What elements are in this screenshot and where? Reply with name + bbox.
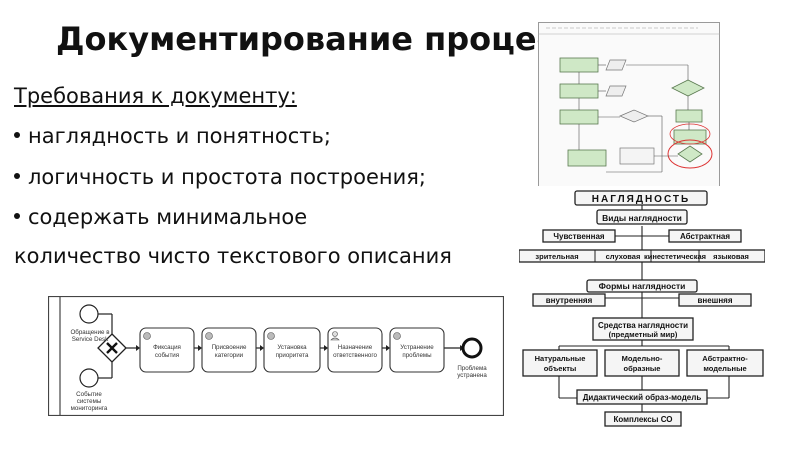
bullet-text: содержать минимальное: [28, 205, 308, 229]
complex-label: Комплексы СО: [613, 415, 672, 424]
bpmn-process-diagram: Обращение в Service Desk Событие системы…: [48, 296, 504, 416]
exclusive-gateway: [97, 333, 127, 363]
task-label-l2: проблемы: [402, 352, 432, 359]
types-label: Виды наглядности: [602, 213, 682, 223]
forms-label: Формы наглядности: [599, 281, 686, 291]
bullet-text: наглядность и понятность;: [28, 124, 331, 148]
start1-label-l2: Service Desk: [72, 336, 109, 343]
means-label: Средства наглядности: [598, 321, 688, 330]
kind-label-l1: Абстрактно-: [702, 354, 748, 363]
naglyadnost-header: НАГЛЯДНОСТЬ: [592, 194, 690, 205]
end-label-l1: Проблема: [457, 365, 487, 372]
task-label-l2: категории: [215, 352, 244, 359]
task-label-l1: Назначение: [338, 344, 373, 351]
task-label-l2: приоритета: [276, 352, 309, 359]
kind-label-l2: образные: [624, 364, 661, 373]
bullet-item: содержать минимальное: [14, 205, 307, 229]
end-label-l2: устранена: [457, 372, 487, 379]
naglyadnost-scheme: НАГЛЯДНОСТЬ Виды наглядности Чувственная…: [519, 186, 765, 434]
gear-icon: [205, 332, 213, 340]
start2-label-l3: мониторинга: [71, 405, 108, 412]
start2-label-l2: системы: [77, 398, 102, 405]
process-flowchart-image: [538, 22, 720, 187]
gear-icon: [143, 332, 151, 340]
task-label-l1: Присвоение: [212, 344, 247, 351]
sub-type-label: языковая: [713, 252, 749, 261]
sub-type-label: зрительная: [535, 252, 578, 261]
task-label-l1: Устранение: [400, 344, 434, 351]
means-sub-label: (предметный мир): [609, 330, 678, 339]
task-label-l2: события: [155, 352, 179, 359]
bullet-item: логичность и простота построения;: [14, 165, 426, 189]
task-label-l1: Фиксация: [153, 344, 181, 351]
slide-title: Документирование процессов: [56, 20, 617, 58]
kind-label-l1: Натуральные: [535, 354, 586, 363]
concrete-label: Чувственная: [553, 232, 605, 241]
start2-label-l1: Событие: [76, 391, 102, 398]
kind-label-l2: объекты: [544, 364, 577, 373]
task-label-l1: Установка: [277, 344, 307, 351]
bullet-dot-icon: [14, 213, 20, 219]
sub-type-label: кинестетическая: [644, 252, 706, 261]
kind-label-l1: Модельно-: [622, 354, 663, 363]
x-gateway-icon: [106, 342, 118, 354]
abstract-label: Абстрактная: [680, 232, 730, 241]
bullet-continuation: количество чисто текстового описания: [14, 244, 452, 268]
kind-label-l2: модельные: [703, 364, 746, 373]
start1-label-l1: Обращение в: [70, 329, 110, 336]
requirements-heading: Требования к документу:: [14, 84, 297, 108]
end-event-icon: [461, 337, 483, 359]
bullet-text: логичность и простота построения;: [28, 165, 426, 189]
gear-icon: [393, 332, 401, 340]
bullet-dot-icon: [14, 173, 20, 179]
bullet-dot-icon: [14, 132, 20, 138]
sub-type-label: слуховая: [606, 252, 641, 261]
didactic-label: Дидактический образ-модель: [583, 393, 702, 402]
gear-icon: [267, 332, 275, 340]
internal-label: внутренняя: [546, 296, 593, 305]
task-label-l2: ответственного: [333, 352, 377, 359]
external-label: внешняя: [697, 296, 732, 305]
user-icon: [330, 331, 340, 341]
bullet-item: наглядность и понятность;: [14, 124, 331, 148]
